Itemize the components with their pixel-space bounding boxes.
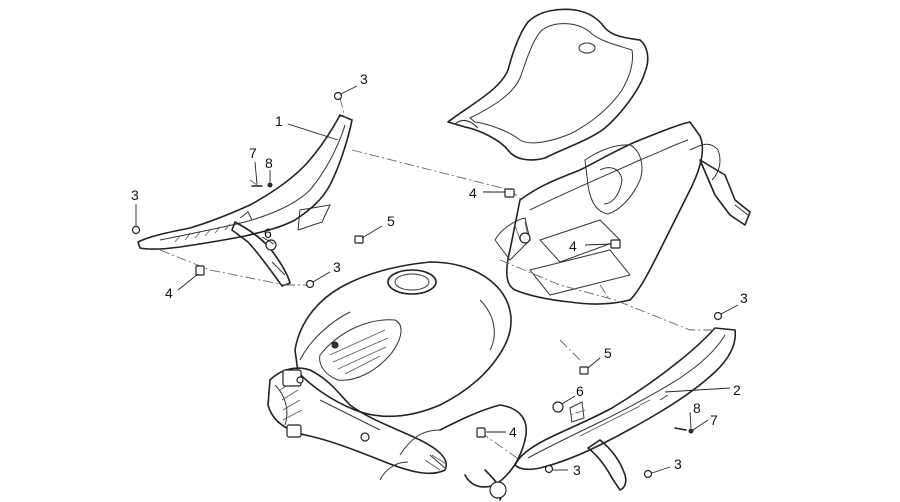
callout-3-bottom-right: 3 (674, 456, 682, 472)
left-side-panel (137, 114, 353, 287)
callout-3-right: 3 (740, 290, 748, 306)
screw-3-bottom-mid (544, 464, 554, 474)
rider-seat (447, 8, 649, 161)
callout-7-left: 7 (249, 145, 257, 161)
grommet-6-right (552, 401, 564, 413)
grommet-6-left (265, 239, 277, 251)
nut-4-frame (610, 239, 621, 249)
callout-6-right: 6 (576, 383, 584, 399)
callout-1: 1 (275, 113, 283, 129)
washer-8-left (267, 182, 273, 188)
screw-3-bottom-right (643, 469, 653, 479)
callout-3-top-left: 3 (360, 71, 368, 87)
bolt-7-right (674, 427, 687, 431)
screw-3-right (713, 311, 723, 321)
callout-5-right: 5 (604, 345, 612, 361)
fuel-tank (294, 261, 512, 418)
callout-3-bottom-mid: 3 (573, 462, 581, 478)
leader-lines (135, 85, 739, 474)
screw-3-top-left (333, 91, 343, 101)
callout-8-left: 8 (265, 155, 273, 171)
screw-3-mid-left (305, 279, 315, 289)
nut-4-seat (504, 188, 515, 198)
clip-5-left (354, 235, 364, 244)
nut-4-bottom (476, 427, 486, 438)
rear-subframe (494, 121, 751, 305)
callout-4-frame: 4 (569, 238, 577, 254)
clip-5-right (579, 366, 589, 375)
callout-4-bottom: 4 (509, 424, 517, 440)
callout-4-left: 4 (165, 285, 173, 301)
callout-5-left: 5 (387, 213, 395, 229)
washer-8-right (688, 428, 694, 434)
callout-6-left: 6 (264, 225, 272, 241)
callout-3-mid-left: 3 (333, 259, 341, 275)
callout-labels: 3 1 7 8 3 6 5 3 4 4 4 3 5 6 2 8 7 4 3 3 (131, 71, 748, 478)
callout-2: 2 (733, 382, 741, 398)
callout-4-seat: 4 (469, 185, 477, 201)
callout-7-right: 7 (710, 412, 718, 428)
hardware (131, 91, 723, 479)
nut-4-left (195, 265, 205, 276)
callout-8-right: 8 (693, 400, 701, 416)
main-frame (267, 367, 527, 501)
screw-3-far-left (131, 225, 141, 235)
callout-3-far-left: 3 (131, 187, 139, 203)
